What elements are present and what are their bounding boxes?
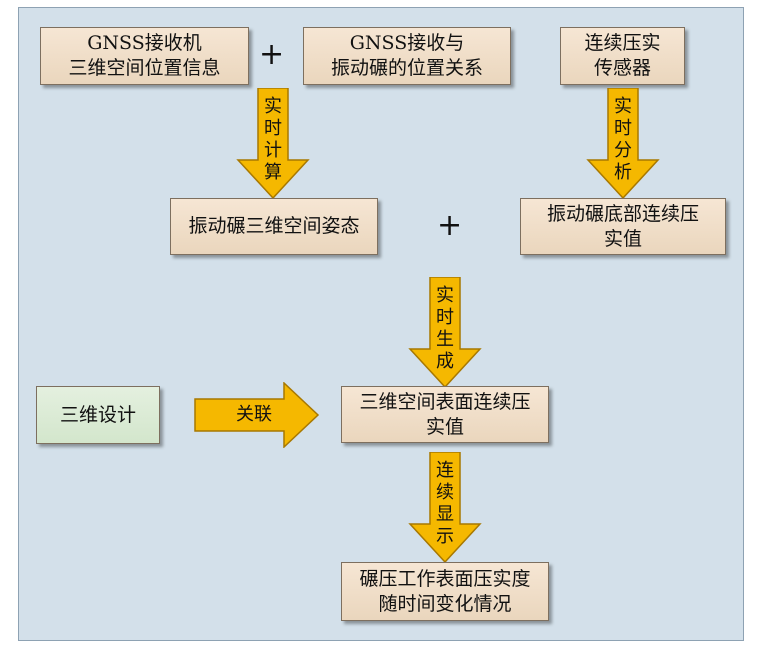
arrow-label: 实时计算 xyxy=(236,96,310,184)
arrow-label-char: 显 xyxy=(436,504,454,525)
arrow-label-char: 分 xyxy=(614,140,632,161)
node-text-line: 三维设计 xyxy=(59,403,136,426)
arrow-continuous-display: 连续显示 xyxy=(408,452,482,564)
arrow-label-char: 算 xyxy=(264,162,282,183)
arrow-shape xyxy=(194,382,320,448)
plus-sign: + xyxy=(259,37,285,72)
arrow-label-char: 实 xyxy=(614,96,632,117)
arrow-association: 关联 xyxy=(194,382,320,448)
node-gnss-receiver: GNSS接收机 三维空间位置信息 xyxy=(40,27,249,85)
node-result: 碾压工作表面压实度 随时间变化情况 xyxy=(341,562,549,621)
arrow-shape xyxy=(586,88,660,200)
node-text-line: 三维空间表面连续压 xyxy=(359,390,531,413)
node-text-line: GNSS接收机 xyxy=(87,32,202,54)
arrow-shape xyxy=(236,88,310,200)
arrow-realtime-generate: 实时生成 xyxy=(408,277,482,389)
node-text-line: 实值 xyxy=(603,227,642,250)
node-surface-pressure: 三维空间表面连续压 实值 xyxy=(341,386,549,443)
arrow-realtime-analysis: 实时分析 xyxy=(586,88,660,200)
arrow-label-char: 连 xyxy=(436,460,454,481)
arrow-label: 实时分析 xyxy=(586,96,660,184)
node-roller-pose: 振动碾三维空间姿态 xyxy=(170,198,378,255)
node-text-line: 振动碾的位置关系 xyxy=(330,57,483,79)
arrow-label: 连续显示 xyxy=(408,460,482,548)
arrow-shape xyxy=(408,277,482,389)
node-gnss-roller-relation: GNSS接收与 振动碾的位置关系 xyxy=(303,27,511,85)
arrow-label-char: 时 xyxy=(264,118,282,139)
arrow-realtime-calc: 实时计算 xyxy=(236,88,310,200)
arrow-label-char: 成 xyxy=(436,351,454,372)
node-pressure-sensor: 连续压实 传感器 xyxy=(560,27,685,85)
arrow-label-char: 计 xyxy=(264,140,282,161)
arrow-label-char: 生 xyxy=(436,329,454,350)
node-text-line: 传感器 xyxy=(593,57,651,79)
plus-sign: + xyxy=(437,208,463,243)
node-bottom-pressure: 振动碾底部连续压 实值 xyxy=(520,198,726,255)
node-text-line: 碾压工作表面压实度 xyxy=(359,567,531,590)
node-text-line: 随时间变化情况 xyxy=(378,592,512,615)
diagram-canvas: GNSS接收机 三维空间位置信息 + GNSS接收与 振动碾的位置关系 连续压实… xyxy=(18,7,744,641)
node-text-line: GNSS接收与 xyxy=(349,32,465,54)
arrow-label-char: 实 xyxy=(264,96,282,117)
arrow-label-char: 时 xyxy=(436,307,454,328)
node-text-line: 实值 xyxy=(425,415,464,438)
arrow-shape xyxy=(408,452,482,564)
arrow-label: 实时生成 xyxy=(408,285,482,373)
arrow-label: 关联 xyxy=(236,404,272,425)
arrow-label-char: 析 xyxy=(614,162,632,183)
arrow-label-char: 示 xyxy=(436,526,454,547)
node-text-line: 振动碾底部连续压 xyxy=(546,202,699,225)
node-text-line: 连续压实 xyxy=(584,32,661,54)
arrow-label-char: 续 xyxy=(436,482,454,503)
node-text-line: 三维空间位置信息 xyxy=(68,57,221,79)
node-3d-design: 三维设计 xyxy=(36,386,160,444)
arrow-label-char: 时 xyxy=(614,118,632,139)
arrow-label-char: 实 xyxy=(436,285,454,306)
node-text-line: 振动碾三维空间姿态 xyxy=(188,215,360,237)
